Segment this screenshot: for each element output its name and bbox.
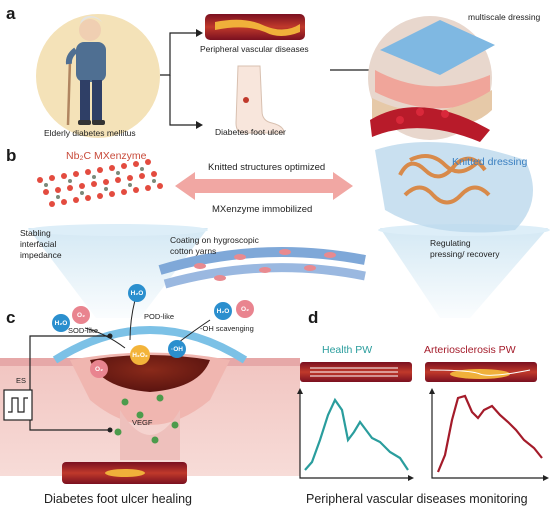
mxenzyme-title: Nb₂C MXenzyme: [66, 150, 147, 162]
stabling-label: Stabling interfacial impedance: [20, 228, 62, 260]
es-circuit: [3, 335, 110, 431]
oh-molecule: ·OH: [168, 340, 186, 358]
arterio-pw-label: Arteriosclerosis PW: [424, 344, 516, 356]
panel-d-caption: Peripheral vascular diseases monitoring: [306, 492, 528, 506]
cotton-yarn-illustration: [158, 247, 366, 289]
coating-label: Coating on hygroscopic cotton yarns: [170, 235, 259, 256]
healthy-vessel-illustration: [300, 362, 412, 382]
panel-a-connectors: [160, 32, 372, 126]
pvd-vessel-illustration: [205, 14, 305, 40]
sod-label: SOD-like: [68, 326, 99, 335]
panel-letter-c: c: [6, 308, 16, 327]
arterio-pw-curve: [436, 394, 543, 473]
oh-scavenging-label: -OH scavenging: [200, 324, 254, 333]
health-pw-curve: [304, 397, 409, 471]
foot-illustration: [235, 65, 285, 134]
h2o-molecule-right: H₂O: [214, 302, 232, 320]
knitted-title: Knitted dressing: [452, 156, 528, 168]
knitted-dressing-illustration: [375, 142, 533, 233]
arterio-vessel-illustration: [425, 362, 537, 382]
double-arrow: [175, 172, 353, 200]
arrow-bottom-label: MXenzyme immobilized: [212, 204, 313, 215]
dressing-label: multiscale dressing: [468, 12, 541, 22]
health-pw-label: Health PW: [322, 344, 373, 356]
panel-letter-a: a: [6, 4, 16, 23]
mxenzyme-lattice-illustration: [37, 159, 163, 207]
es-label: ES: [16, 376, 27, 385]
elderly-person-illustration: [36, 14, 160, 138]
vegf-dots: [114, 394, 179, 444]
h2o2-molecule: H₂O₂: [130, 345, 150, 365]
arrow-top-label: Knitted structures optimized: [208, 162, 326, 173]
regulating-label: Regulating pressing/ recovery: [430, 238, 500, 259]
wound-skin-illustration: [0, 326, 300, 476]
panel-letter-b: b: [6, 146, 17, 165]
left-funnel: [28, 228, 208, 318]
healed-vessel-illustration: [62, 462, 187, 484]
dfu-label: Diabetes foot ulcer: [215, 127, 286, 137]
h2o-molecule-top: H₂O: [128, 284, 146, 302]
panel-letter-d: d: [308, 308, 319, 327]
multiscale-dressing-illustration: [368, 16, 495, 142]
right-funnel: [380, 228, 548, 318]
pw-axes: [299, 392, 545, 479]
h2o-molecule: H₂O: [52, 314, 70, 332]
pvd-label: Peripheral vascular diseases: [200, 44, 309, 54]
o2-molecule: O₂: [72, 306, 90, 324]
vegf-label: VEGF: [132, 418, 153, 427]
panel-c-caption: Diabetes foot ulcer healing: [44, 492, 193, 506]
o2-molecule-right: O₂: [236, 300, 254, 318]
pod-label: POD-like: [144, 312, 175, 321]
elderly-label: Elderly diabetes mellitus: [44, 128, 136, 138]
o2-wound-molecule: O₂: [90, 360, 108, 378]
